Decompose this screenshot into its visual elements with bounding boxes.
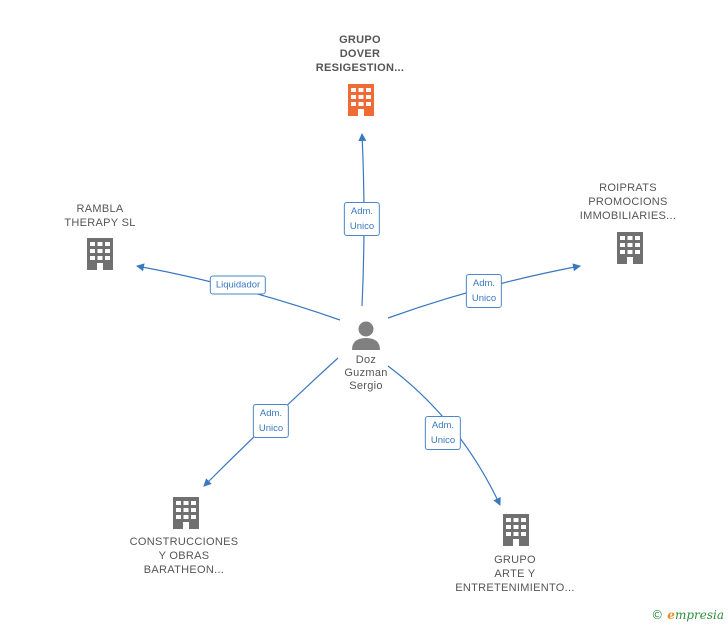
building-icon-grupo-dover[interactable] — [348, 84, 374, 116]
building-icon-construcciones[interactable] — [173, 497, 199, 529]
building-icon-roiprats[interactable] — [617, 232, 643, 264]
brand-name: mpresia — [674, 608, 724, 622]
node-label-center-person[interactable]: Doz Guzman Sergio — [344, 354, 388, 392]
node-label-grupo-dover[interactable]: GRUPO DOVER RESIGESTION... — [315, 34, 405, 74]
empresia-logo: ©empresia — [651, 608, 724, 622]
edge-label-to-rambla: Liquidador — [209, 275, 267, 295]
edge-label-to-construcciones: Adm. Unico — [252, 404, 290, 438]
brand-initial: e — [667, 608, 675, 622]
node-label-grupo-arte[interactable]: GRUPO ARTE Y ENTRETENIMIENTO... — [455, 554, 575, 594]
copyright-symbol: © — [651, 608, 664, 622]
person-icon[interactable] — [352, 321, 380, 351]
edge-label-to-roiprats: Adm. Unico — [465, 274, 503, 308]
edge-label-to-grupo-arte: Adm. Unico — [424, 416, 462, 450]
node-label-rambla[interactable]: RAMBLA THERAPY SL — [64, 203, 136, 229]
building-icon-rambla[interactable] — [87, 238, 113, 270]
edge-label-to-grupo-dover: Adm. Unico — [343, 202, 381, 236]
node-label-roiprats[interactable]: ROIPRATS PROMOCIONS IMMOBILIARIES... — [579, 182, 677, 222]
building-icon-grupo-arte[interactable] — [503, 514, 529, 546]
node-label-construcciones[interactable]: CONSTRUCCIONES Y OBRAS BARATHEON... — [129, 536, 239, 576]
